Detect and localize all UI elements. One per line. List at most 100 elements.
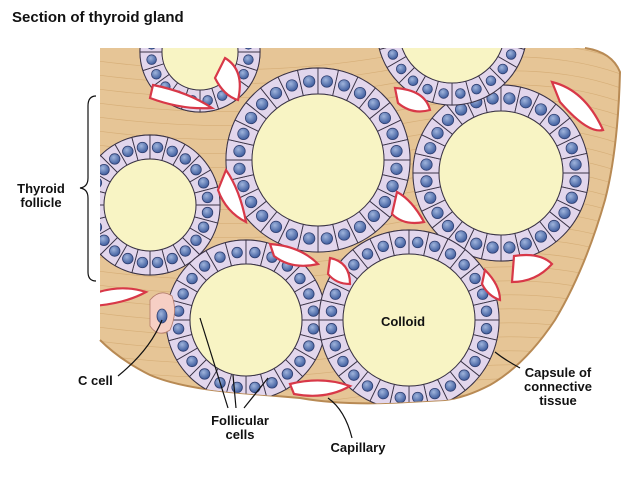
cell-nucleus [237, 179, 250, 193]
cell-nucleus [151, 69, 162, 80]
cell-nucleus [511, 34, 521, 44]
cell-nucleus [198, 368, 211, 380]
cell-nucleus [458, 369, 470, 381]
cell-nucleus [565, 191, 578, 204]
cell-nucleus [412, 391, 424, 404]
cell-nucleus [458, 259, 470, 271]
capillary [393, 86, 432, 113]
cell-nucleus [87, 192, 98, 203]
cell-nucleus [378, 111, 392, 125]
cell-nucleus [303, 288, 315, 300]
cell-nucleus [558, 206, 571, 220]
follicular-cells-pointer-2 [232, 374, 237, 409]
cell-nucleus [337, 228, 351, 241]
cell-nucleus [367, 98, 380, 111]
cell-nucleus [337, 79, 351, 92]
cell-nucleus [547, 113, 561, 127]
cell-nucleus [386, 127, 399, 141]
cell-nucleus [361, 380, 374, 392]
cell-nucleus [429, 387, 441, 400]
thyroid-follicle [87, 134, 221, 276]
cell-nucleus [238, 69, 249, 80]
capillary [288, 379, 353, 397]
cell-nucleus [534, 230, 548, 243]
cell-nucleus [269, 86, 283, 100]
cell-nucleus [303, 232, 316, 245]
cell-nucleus [390, 145, 403, 158]
cell-nucleus [197, 177, 210, 189]
cell-nucleus [469, 355, 481, 368]
cell-nucleus [485, 75, 497, 87]
follicular-cells-pointer-3 [243, 377, 269, 409]
cell-nucleus [565, 142, 578, 155]
cell-nucleus [294, 272, 306, 285]
cell-nucleus [454, 230, 468, 243]
cell-nucleus [407, 75, 419, 87]
cell-nucleus [190, 164, 202, 176]
capillary [213, 56, 241, 102]
cell-nucleus [87, 207, 98, 218]
cell-nucleus [424, 142, 437, 155]
pointer-lines [79, 95, 521, 439]
cell-nucleus [233, 145, 246, 158]
cell-nucleus [422, 83, 433, 95]
cell-nucleus [412, 236, 424, 249]
colloid [251, 93, 385, 227]
cell-nucleus [249, 381, 261, 394]
cell-nucleus [386, 179, 399, 193]
capillary [326, 256, 352, 286]
cell-nucleus [441, 219, 455, 233]
cell-nucleus [303, 340, 315, 352]
follicular-cell [502, 48, 528, 50]
cell-nucleus [444, 380, 457, 392]
follicular-cell [498, 0, 525, 16]
cell-nucleus [146, 48, 157, 50]
follicle-layer [87, 0, 590, 404]
cell-nucleus [394, 391, 406, 404]
c-cell [149, 292, 175, 334]
cell-nucleus [558, 126, 571, 140]
cell-nucleus [480, 305, 493, 317]
cell-nucleus [519, 237, 532, 250]
cell-nucleus [384, 34, 394, 44]
colloid [438, 110, 564, 236]
cell-nucleus [394, 236, 406, 249]
cell-nucleus [217, 4, 227, 14]
cell-nucleus [329, 288, 342, 300]
cell-nucleus [214, 251, 226, 263]
label-colloid: Colloid [380, 314, 426, 329]
cell-nucleus [444, 248, 457, 260]
cell-nucleus [109, 153, 121, 165]
cell-nucleus [480, 323, 493, 335]
label-capillary: Capillary [330, 440, 386, 455]
follicular-cell [380, 0, 407, 16]
cell-nucleus [337, 355, 349, 368]
cell-nucleus [320, 75, 333, 88]
cell-nucleus [429, 240, 441, 253]
cell-nucleus [233, 162, 246, 175]
cell-nucleus [243, 54, 254, 65]
cell-nucleus [387, 49, 399, 60]
capillary [216, 167, 248, 224]
cell-nucleus [256, 98, 269, 111]
cell-nucleus [384, 17, 394, 27]
thyroid-follicle-brace [79, 95, 97, 282]
follicular-cell [222, 3, 248, 29]
capillary [100, 287, 149, 308]
cell-nucleus [378, 195, 392, 209]
cell-nucleus [361, 248, 374, 260]
cell-nucleus [266, 377, 278, 389]
colloid [103, 158, 197, 252]
thyroid-follicle [412, 84, 590, 262]
cell-nucleus [249, 246, 261, 259]
cell-nucleus [388, 1, 398, 11]
cell-nucleus [244, 111, 258, 125]
cell-nucleus [100, 164, 110, 176]
cell-nucleus [187, 0, 197, 8]
cell-nucleus [325, 305, 338, 317]
follicular-cell [489, 0, 516, 4]
cell-nucleus [469, 272, 481, 285]
cell-nucleus [201, 206, 214, 219]
